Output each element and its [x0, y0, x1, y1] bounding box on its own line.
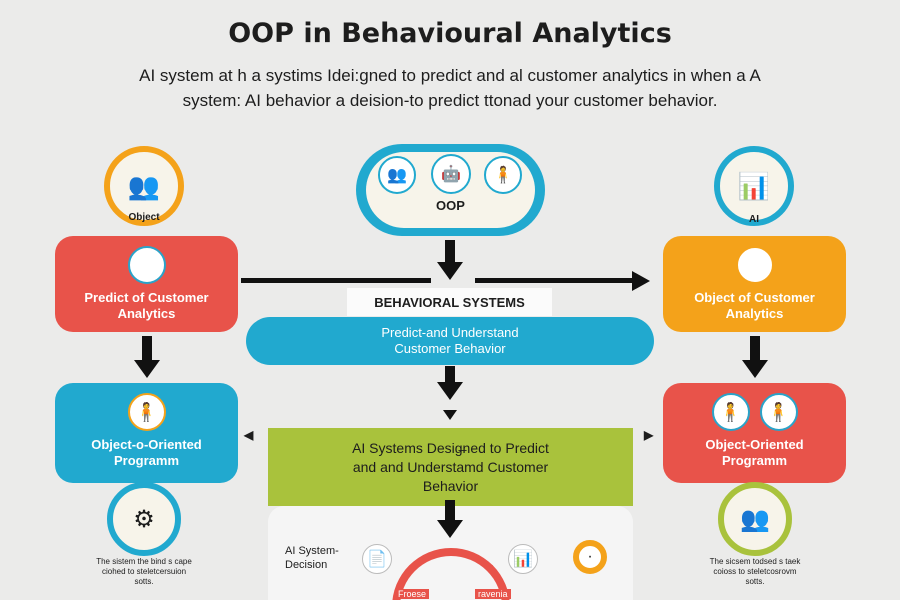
right-arrow-down	[742, 360, 768, 378]
right-box-oop: 🧍 🧍 Object-Oriented Programm	[663, 383, 846, 483]
center-pill: Predict-and Understand Customer Behavior	[246, 317, 654, 365]
team-icon: 👥	[740, 505, 770, 533]
center-pill-label: Predict-and Understand Customer Behavior	[381, 325, 519, 356]
orange-ring-icon: ·	[573, 540, 607, 574]
right-note: The sicsem todsed s taek coioss to stele…	[709, 557, 801, 586]
center-icon-3: 🧍	[484, 156, 522, 194]
left-object-circle: 👥	[104, 146, 184, 226]
left-arrow-shaft	[142, 336, 152, 362]
chart-icon-right: 📊	[508, 544, 538, 574]
left-connector-line	[241, 278, 431, 283]
right-box-oop-label: Object-Oriented Programm	[705, 437, 804, 468]
chart-icon-left: 📄	[362, 544, 392, 574]
center-arrow-3-shaft	[445, 500, 455, 522]
right-box-object: ✺ Object of Customer Analytics	[663, 236, 846, 332]
center-arrow-1-shaft	[445, 240, 455, 264]
people-group-icon: 👥	[127, 170, 161, 201]
behavioral-systems-banner: BEHAVIORAL SYSTEMS	[347, 288, 552, 316]
green-box-label: AI Systems Desig̶ned to Predict and and …	[352, 439, 549, 494]
network-icon: ✺	[735, 246, 774, 284]
bottom-tag-left: Froese	[395, 589, 430, 599]
left-box-oop: 🧍 Object-o-Oriented Programm	[55, 383, 238, 483]
behavioral-systems-label: BEHAVIORAL SYSTEMS	[374, 294, 525, 310]
center-arrow-1	[437, 262, 463, 280]
people-icon: 🧍	[127, 393, 166, 431]
right-connector-line	[475, 278, 635, 283]
person-icon-2: 🧍	[759, 393, 798, 431]
center-oop-badge: 👥 🤖 🧍 OOP	[356, 144, 545, 236]
subtitle-line-2: system: AI behavior a deision-to predict…	[182, 91, 718, 110]
left-small-arrows: ◀	[244, 428, 254, 442]
left-circle-label: Object	[128, 212, 160, 223]
left-arrow-down	[134, 360, 160, 378]
decision-label: AI System- Decision	[285, 545, 339, 571]
right-connector-arrow	[632, 271, 650, 291]
right-box-icons: 🧍 🧍	[711, 383, 798, 431]
left-bottom-circle: ⚙	[107, 482, 181, 556]
right-small-arrows: ▶	[644, 428, 654, 442]
grid-chart-icon: ▦	[127, 246, 166, 284]
bottom-tag-right: ravenia	[475, 589, 511, 599]
right-ai-circle: 📊	[714, 146, 794, 226]
center-arrow-3	[437, 520, 463, 538]
left-note: The sistem the bind s cape ciohed to ste…	[96, 557, 192, 586]
subtitle-line-1: AI system at h a systims Idei:gned to pr…	[139, 66, 761, 85]
bar-chart-icon: 📊	[737, 170, 771, 201]
right-arrow-shaft	[750, 336, 760, 362]
right-box-object-label: Object of Customer Analytics	[694, 290, 815, 321]
gear-icon: ⚙	[133, 505, 155, 533]
center-arrow-small	[443, 410, 457, 420]
center-arrow-2-shaft	[445, 366, 455, 384]
robot-icon: 🤖	[431, 154, 471, 194]
center-oop-label: OOP	[436, 198, 465, 213]
right-circle-label: AI	[749, 214, 759, 225]
left-box-oop-label: Object-o-Oriented Programm	[91, 437, 202, 468]
page-title: OOP in Behavioural Analytics	[228, 18, 672, 49]
center-arrow-2	[437, 382, 463, 400]
left-box-predict: ▦ Predict of Customer Analytics	[55, 236, 238, 332]
green-box: AI Systems Desig̶ned to Predict and and …	[268, 428, 633, 506]
left-box-predict-label: Predict of Customer Analytics	[84, 290, 209, 321]
right-bottom-circle: 👥	[718, 482, 792, 556]
person-icon-1: 🧍	[711, 393, 750, 431]
center-icon-1: 👥	[378, 156, 416, 194]
